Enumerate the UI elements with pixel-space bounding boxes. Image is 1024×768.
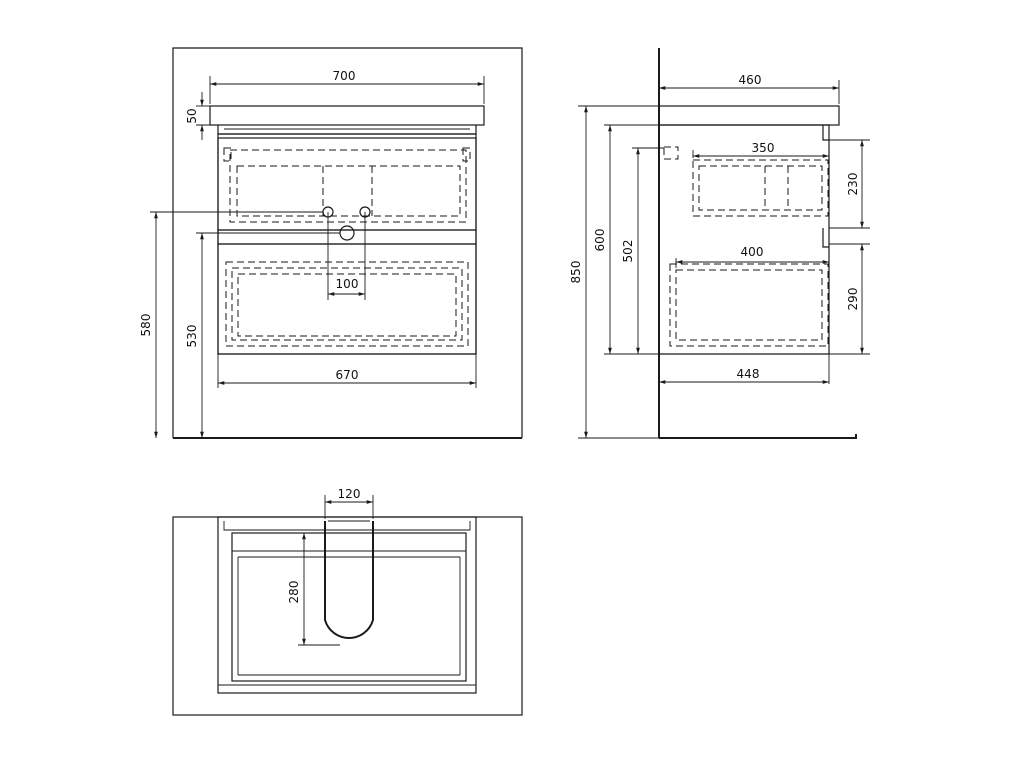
dim-body-width: 670: [336, 368, 359, 382]
dim-body-depth: 448: [737, 367, 760, 381]
plan-cabinet-outline: [217, 516, 477, 694]
dim-upper-drawer-depth: 350: [752, 141, 775, 155]
dim-drawer-230: 230: [846, 173, 860, 196]
side-lower-drawer-hidden: [669, 263, 829, 347]
dim-lower-drawer-depth: 400: [741, 245, 764, 259]
front-lower-drawer: [217, 243, 477, 355]
dim-top-thickness: 50: [185, 108, 199, 123]
plan-siphon-cutout: [324, 521, 374, 639]
dim-tap-spacing: 100: [336, 277, 359, 291]
dim-depth-top: 460: [739, 73, 762, 87]
dim-cutout-depth: 280: [287, 581, 301, 604]
front-view: 700 50 580 530 100 670: [139, 47, 523, 439]
front-drawer-separator: [217, 229, 477, 245]
front-basin-underside: [217, 125, 477, 135]
side-floor-line: [659, 434, 857, 439]
dim-cutout-width: 120: [338, 487, 361, 501]
side-countertop: [658, 105, 840, 126]
dim-height-580: 580: [139, 314, 153, 337]
side-upper-drawer-hidden: [692, 159, 829, 217]
side-cabinet-body: [659, 124, 830, 355]
dim-height-502: 502: [621, 240, 635, 263]
side-upper-drawer-front: [822, 125, 829, 141]
dim-height-600: 600: [593, 229, 607, 252]
plan-view: 120 280: [172, 487, 523, 716]
dim-total-height: 850: [569, 261, 583, 284]
front-waste-outlet: [339, 225, 355, 241]
side-view: 460 350 400 448 850 600 502 230: [569, 48, 870, 439]
front-countertop: [209, 105, 485, 126]
dim-drawer-290: 290: [846, 288, 860, 311]
side-lower-drawer-front: [822, 228, 829, 248]
front-wall-outline: [172, 47, 523, 438]
dim-overall-width: 700: [333, 69, 356, 83]
dim-height-530: 530: [185, 325, 199, 348]
front-upper-drawer-hidden: [229, 149, 467, 223]
front-lower-drawer-hidden: [225, 261, 469, 347]
plan-drawer-outline: [231, 532, 467, 682]
